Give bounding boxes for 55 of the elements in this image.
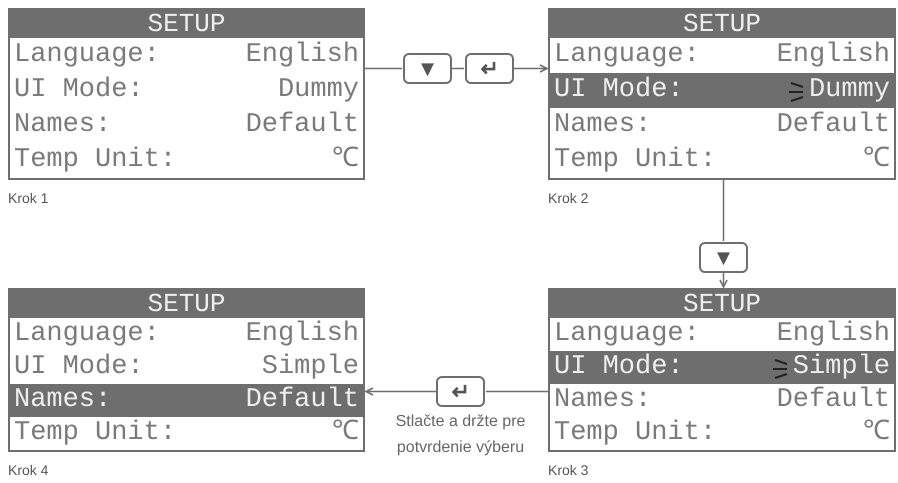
- setting-name: Language:: [14, 42, 160, 69]
- screen-header: SETUP: [550, 290, 894, 318]
- setting-name: UI Mode:: [14, 354, 144, 381]
- setting-name: Language:: [14, 321, 160, 348]
- setting-value: Simple: [792, 352, 890, 382]
- setting-value: Default: [776, 110, 890, 140]
- screen-header: SETUP: [550, 10, 894, 38]
- setting-name: Names:: [14, 387, 112, 414]
- key-button: ▼: [403, 53, 452, 84]
- setting-value: English: [776, 319, 890, 349]
- setting-value: ℃: [863, 145, 890, 175]
- setting-value: Dummy: [808, 75, 890, 105]
- setting-name: Names:: [554, 112, 652, 139]
- setting-name: UI Mode:: [554, 77, 684, 104]
- selected-menu-row: [550, 73, 894, 108]
- setting-value: Default: [246, 110, 359, 140]
- setting-value: ℃: [863, 418, 890, 448]
- step-caption: Krok 1: [8, 189, 48, 208]
- step-caption: Krok 3: [548, 461, 588, 480]
- selected-menu-row: [550, 351, 894, 384]
- screen-header: SETUP: [10, 10, 363, 38]
- setting-name: Names:: [14, 112, 112, 139]
- setting-name: Temp Unit:: [554, 147, 716, 174]
- setting-name: Temp Unit:: [14, 147, 176, 174]
- connector-arrow: [365, 387, 436, 396]
- setting-name: Language:: [554, 321, 700, 348]
- setting-name: Language:: [554, 42, 700, 69]
- connector-arrow: [514, 64, 548, 73]
- selected-menu-row: [10, 384, 363, 417]
- key-button: ▼: [699, 242, 748, 273]
- setting-value: English: [246, 40, 359, 70]
- setting-value: ℃: [332, 145, 359, 175]
- setting-value: English: [246, 319, 359, 349]
- lcd-screen: [548, 288, 896, 452]
- step-caption: Krok 4: [8, 461, 48, 480]
- lcd-screen: [8, 288, 365, 452]
- setting-value: Dummy: [278, 75, 359, 105]
- lcd-screen: [548, 8, 896, 180]
- setting-value: English: [776, 40, 890, 70]
- screen-header: SETUP: [10, 290, 363, 318]
- setting-value: ℃: [332, 418, 359, 448]
- setting-name: UI Mode:: [554, 354, 684, 381]
- setting-value: Default: [246, 385, 359, 415]
- setting-name: Temp Unit:: [14, 420, 176, 447]
- connector-arrow: [719, 273, 728, 288]
- setting-name: Temp Unit:: [554, 420, 716, 447]
- key-button: ↵: [436, 376, 485, 407]
- setting-name: UI Mode:: [14, 77, 144, 104]
- lcd-screen: [8, 8, 365, 180]
- instruction-text: Stlačte a držte pre potvrdenie výberu: [394, 412, 526, 458]
- setting-value: Simple: [262, 352, 359, 382]
- step-caption: Krok 2: [548, 189, 588, 208]
- key-button: ↵: [465, 53, 514, 84]
- setting-name: Names:: [554, 387, 652, 414]
- setting-value: Default: [776, 385, 890, 415]
